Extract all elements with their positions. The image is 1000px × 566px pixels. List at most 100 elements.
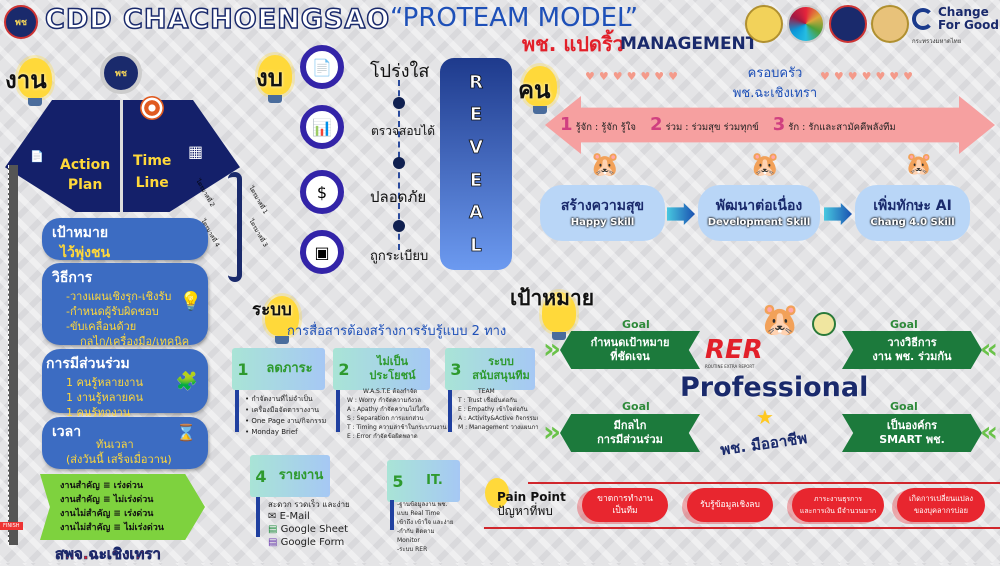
puzzle-icon: 🧩 [175, 371, 198, 392]
money-tree-icon: $ [300, 170, 344, 214]
red-line-top [528, 482, 1000, 484]
family-title: ครอบครัวพช.ฉะเชิงเทรา [732, 66, 818, 101]
budget-transparent: โปร่งใส [370, 61, 430, 82]
professional-th: พช. มืออาชีพ [719, 429, 809, 459]
people-heading: คน [518, 76, 551, 104]
chevron-icon: « [980, 415, 999, 448]
document-hand-icon: 📄 [300, 45, 344, 89]
chart-document-icon: 📊 [300, 105, 344, 149]
arrow-icon [667, 203, 695, 225]
target-heading: เป้าหมาย [510, 286, 595, 310]
goal-banner: กำหนดเป้าหมายที่ชัดเจน [560, 331, 700, 369]
budget-auditable: ตรวจสอบได้ [371, 124, 435, 138]
fan-divider [120, 100, 123, 212]
mascot: 🐹 [905, 152, 933, 177]
target-icon [140, 96, 164, 120]
values-row: 1 รู้จัก : รู้จัก รู้ใจ 2 ร่วม : ร่วมสุข… [560, 114, 896, 135]
mascot: 🐹 [750, 150, 780, 178]
pain-item: เกิดการเปลี่ยนแปลงของบุคลากรบ่อย [897, 488, 985, 522]
goal-banner: มีกลไกการมีส่วนร่วม [560, 414, 700, 452]
sdg-logo [787, 5, 825, 43]
system-subtitle: การสื่อสารต้องสร้างการรับรู้แบบ 2 ทาง [287, 324, 507, 339]
footer-office: สพจ.ฉะเชิงเทรา [55, 545, 161, 564]
road-label: ไตรมาสที่ 3 [247, 218, 269, 249]
bulb-icon [18, 58, 52, 106]
hourglass-icon: ⌛ [176, 423, 196, 442]
pin [336, 390, 340, 432]
heart-bunting: ♥♥♥♥♥♥♥ [820, 70, 918, 83]
lightbulb-icon: 💡 [179, 291, 202, 312]
rer-subtitle: ROUTINE EXTRA REPORT [705, 364, 755, 369]
ministry-label: กระทรวงมหาดไทย [912, 38, 962, 45]
chevron-icon: « [980, 332, 999, 365]
goal-label: Goal [890, 400, 918, 413]
budget-heading: งบ [256, 64, 283, 92]
pain-item: ภาระงานธุรการและการเงิน มีจำนวนมาก [792, 488, 884, 522]
cdd-emblem: พช [100, 52, 142, 94]
road-timeline [228, 172, 242, 282]
subtitle-navy: MANAGEMENT [620, 34, 758, 54]
red-line-bottom [484, 527, 1000, 529]
pin [235, 390, 239, 432]
dot [393, 97, 405, 109]
work-heading: งาน [5, 66, 47, 94]
card-4-items: สะดวก รวดเร็ว และง่าย✉ E-Mail▤ Google Sh… [268, 500, 350, 548]
header-title: CDD CHACHOENGSAO [44, 3, 391, 36]
dot [393, 157, 405, 169]
dot [393, 220, 405, 232]
temple-logo [871, 5, 909, 43]
rer-logo: RER [705, 335, 763, 365]
report-icon: 📄 [30, 150, 44, 163]
medal-icon: ★ [756, 405, 774, 429]
budget-safe: ปลอดภัย [370, 188, 427, 206]
road-vertical [8, 165, 18, 545]
cdd-logo-2 [829, 5, 867, 43]
method-box: วิธีการ -วางแผนเชิงรุก-เชิงรับ-กำหนดผู้ร… [42, 263, 208, 348]
pain-item: ขาดการทำงานเป็นทีม [582, 488, 668, 522]
pain-item: รับรู้ข้อมูลเชิงลบ [687, 488, 773, 522]
system-heading: ระบบ [252, 300, 292, 320]
chevron-icon: » [543, 415, 562, 448]
subtitle-red: พช. แปดริ้ว [522, 32, 624, 56]
pin [390, 500, 394, 530]
goal-banner: วางวิธีการงาน พช. ร่วมกัน [842, 331, 982, 369]
chevron-icon: » [543, 332, 562, 365]
pin [448, 390, 452, 432]
bulb-icon [258, 55, 292, 103]
heart-bunting: ♥♥♥♥♥♥♥ [585, 70, 683, 83]
province-logo [745, 5, 783, 43]
card-1-items: • กำจัดงานที่ไม่จำเป็น• เครื่องมือจัดตาร… [245, 395, 327, 436]
blocks-icon: ▣ [300, 230, 344, 274]
cdd-logo: พช [4, 5, 38, 39]
goal-box: เป้าหมายไว้พุ่งชน [42, 218, 208, 261]
goal-label: Goal [622, 318, 650, 331]
bulb-icon [265, 296, 299, 344]
budget-regulated: ถูกระเบียบ [370, 249, 429, 264]
change-logo-icon [912, 8, 934, 30]
seal-logo [812, 312, 836, 336]
mascot: 🐹 [590, 150, 620, 178]
priority-matrix: งานสำคัญ ≡ เร่งด่วนงานสำคัญ ≡ ไม่เร่งด่ว… [40, 474, 205, 540]
bulb-icon [542, 292, 576, 340]
pin [256, 497, 260, 537]
goal-label: Goal [622, 400, 650, 413]
arrow-icon [824, 203, 852, 225]
mascot-computer: 🐹 [760, 300, 800, 338]
finish-flag: FINISH [0, 522, 23, 530]
